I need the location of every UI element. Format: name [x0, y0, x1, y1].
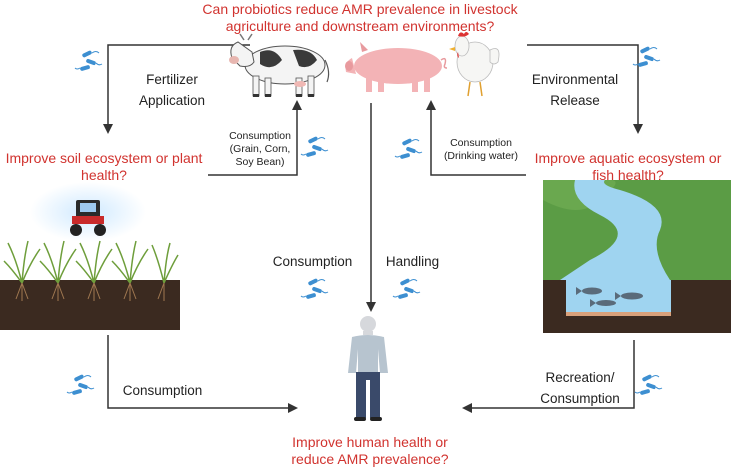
arrow-top-right — [527, 44, 643, 134]
arrow-top-left — [103, 44, 250, 134]
river-icon — [543, 180, 731, 333]
aquatic-question: Improve aquatic ecosystem or fish health… — [534, 150, 722, 183]
label-consumption-center: Consumption — [272, 254, 353, 269]
arrow-soil-to-livestock — [208, 100, 302, 176]
aquatic-panel — [543, 180, 731, 333]
label-handling: Handling — [385, 254, 440, 269]
pig-icon — [345, 42, 448, 92]
cow-icon — [229, 33, 330, 97]
soil-panel — [0, 182, 180, 330]
main-question: Can probiotics reduce AMR prevalence in … — [202, 1, 518, 34]
crop-field-icon — [0, 240, 180, 330]
chicken-icon — [449, 32, 500, 97]
arrow-aquatic-to-livestock — [426, 100, 526, 176]
label-consumption-water: Consumption (Drinking water) — [443, 137, 519, 162]
fish-icon — [576, 287, 643, 307]
arrow-soil-to-human — [107, 335, 298, 413]
arrow-aquatic-to-human — [462, 340, 635, 413]
label-consumption-left: Consumption — [122, 383, 203, 398]
label-consumption-grain: Consumption (Grain, Corn, Soy Bean) — [229, 130, 291, 168]
label-fertilizer: Fertilizer Application — [138, 72, 206, 108]
label-recreation: Recreation/ Consumption — [540, 370, 620, 406]
human-question: Improve human health or reduce AMR preva… — [291, 434, 449, 467]
person-icon — [348, 316, 388, 421]
soil-question: Improve soil ecosystem or plant health? — [5, 150, 203, 183]
label-environmental: Environmental Release — [531, 72, 619, 108]
tractor-icon — [70, 200, 106, 236]
